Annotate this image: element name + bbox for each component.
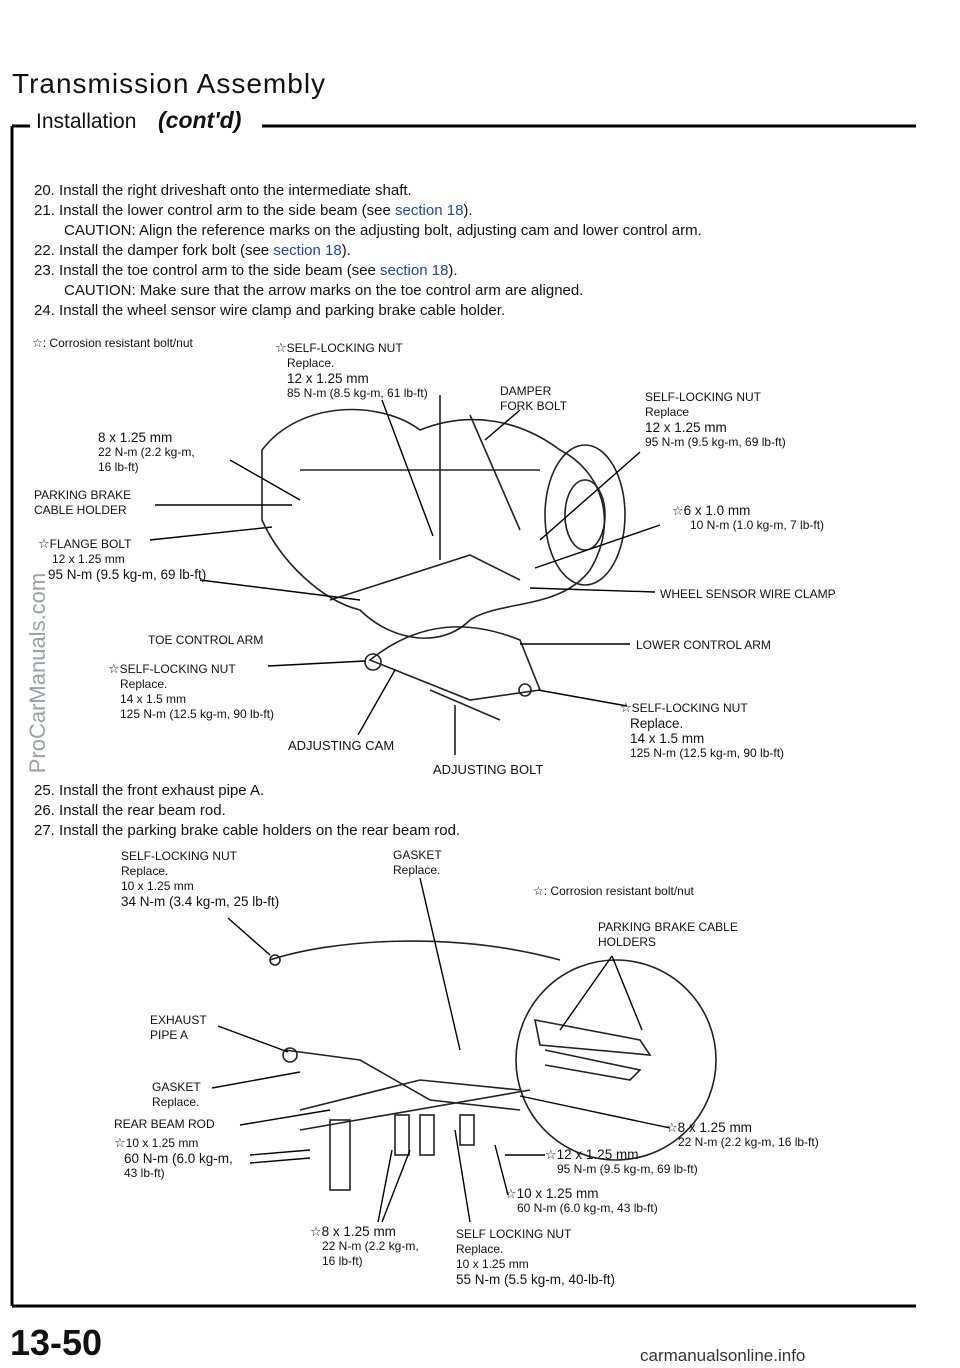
label-gasket-top: GASKET Replace. (393, 848, 442, 877)
label-parking-brake-holders: PARKING BRAKE CABLE HOLDERS (598, 920, 738, 949)
caution-23: CAUTION: Make sure that the arrow marks … (64, 282, 584, 299)
label-nut-lower-right: ☆SELF-LOCKING NUT Replace. 14 x 1.5 mm 1… (620, 700, 785, 760)
star-icon: ☆ (38, 536, 50, 551)
label-nut-left: ☆SELF-LOCKING NUT Replace. 14 x 1.5 mm 1… (108, 661, 275, 721)
page-number: 13-50 (10, 1322, 103, 1363)
section-title: Installation (36, 110, 137, 133)
star-icon: ☆ (505, 1186, 517, 1201)
step-23: 23. Install the toe control arm to the s… (34, 262, 458, 279)
section-18-link[interactable]: section 18 (395, 202, 464, 219)
label-adjusting-cam: ADJUSTING CAM (288, 738, 395, 753)
label-bolt-8: 8 x 1.25 mm 22 N-m (2.2 kg-m, 16 lb-ft) (98, 430, 195, 474)
label-damper-fork-bolt: DAMPER FORK BOLT (500, 384, 568, 413)
label-self-locking-nut-bottom: SELF LOCKING NUT Replace. 10 x 1.25 mm 5… (456, 1227, 616, 1287)
star-icon: ☆ (108, 661, 120, 676)
label-parking-brake-holder: PARKING BRAKE CABLE HOLDER (34, 488, 132, 517)
label-bolt-10-right: ☆10 x 1.25 mm 60 N-m (6.0 kg-m, 43 lb-ft… (505, 1186, 658, 1215)
label-wheel-sensor-clamp: WHEEL SENSOR WIRE CLAMP (660, 587, 836, 601)
label-exhaust-pipe: EXHAUST PIPE A (150, 1013, 207, 1042)
label-self-locking-nut-10: SELF-LOCKING NUT Replace. 10 x 1.25 mm 3… (121, 849, 280, 909)
section-18-link[interactable]: section 18 (380, 262, 449, 279)
step-25: 25. Install the front exhaust pipe A. (34, 782, 265, 799)
label-rear-beam-rod: REAR BEAM ROD (114, 1117, 215, 1131)
step-21: 21. Install the lower control arm to the… (34, 202, 473, 219)
label-bolt-6: ☆6 x 1.0 mm 10 N-m (1.0 kg-m, 7 lb-ft) (672, 503, 825, 532)
legend-corrosion: ☆: Corrosion resistant bolt/nut (32, 336, 193, 350)
label-toe-control-arm: TOE CONTROL ARM (148, 633, 264, 647)
watermark: ProCarManuals.com (25, 572, 50, 774)
star-icon: ☆ (310, 1224, 322, 1239)
label-bolt-12: ☆12 x 1.25 mm 95 N-m (9.5 kg-m, 69 lb-ft… (545, 1147, 698, 1176)
section-18-link[interactable]: section 18 (273, 242, 342, 259)
label-adjusting-bolt: ADJUSTING BOLT (433, 762, 544, 777)
site-footer: carmanualsonline.info (640, 1346, 806, 1365)
label-lower-control-arm: LOWER CONTROL ARM (636, 638, 771, 652)
star-icon: ☆ (114, 1135, 126, 1150)
label-bolt-8-right: ☆8 x 1.25 mm 22 N-m (2.2 kg-m, 16 lb-ft) (666, 1120, 819, 1149)
exhaust-illustration (269, 940, 717, 1191)
star-icon: ☆ (545, 1147, 557, 1162)
label-nut-top: ☆SELF-LOCKING NUT Replace. 12 x 1.25 mm … (275, 340, 428, 400)
label-bolt-10-left: ☆10 x 1.25 mm 60 N-m (6.0 kg-m, 43 lb-ft… (114, 1135, 233, 1180)
label-gasket-left: GASKET Replace. (152, 1080, 201, 1109)
label-flange-bolt: ☆FLANGE BOLT 12 x 1.25 mm 95 N-m (9.5 kg… (38, 536, 207, 582)
legend-corrosion-2: ☆: Corrosion resistant bolt/nut (533, 884, 694, 898)
step-27: 27. Install the parking brake cable hold… (34, 822, 461, 839)
step-24: 24. Install the wheel sensor wire clamp … (34, 302, 506, 319)
continued-label: (cont'd) (158, 107, 242, 133)
step-22: 22. Install the damper fork bolt (see se… (34, 242, 351, 259)
label-nut-right: SELF-LOCKING NUT Replace 12 x 1.25 mm 95… (645, 390, 786, 449)
star-icon: ☆ (275, 340, 287, 355)
caution-21: CAUTION: Align the reference marks on th… (64, 222, 702, 239)
label-bolt-8-bottom: ☆8 x 1.25 mm 22 N-m (2.2 kg-m, 16 lb-ft) (310, 1224, 419, 1268)
step-26: 26. Install the rear beam rod. (34, 802, 226, 819)
star-icon: ☆ (672, 503, 684, 518)
page-title: Transmission Assembly (12, 68, 327, 99)
step-20: 20. Install the right driveshaft onto th… (34, 182, 412, 199)
suspension-illustration (261, 395, 626, 721)
star-icon: ☆ (666, 1120, 678, 1135)
star-icon: ☆ (620, 700, 632, 715)
